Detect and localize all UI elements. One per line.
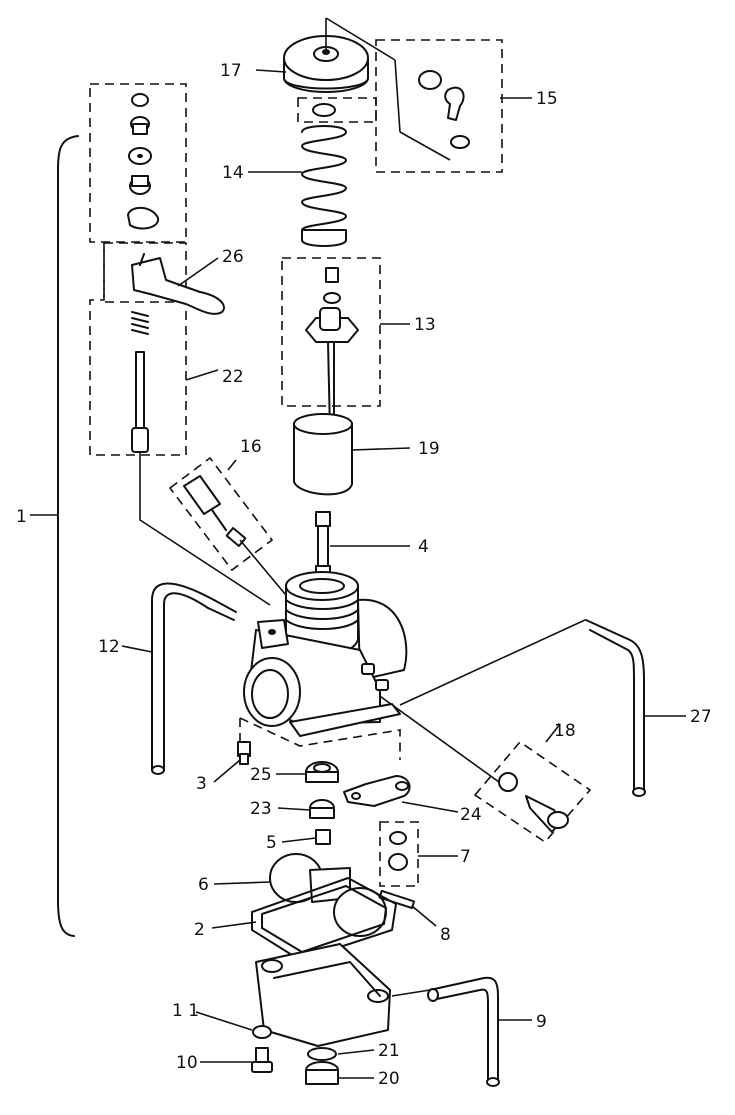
callout-13: 13 — [414, 315, 436, 335]
kit-box-15 — [375, 39, 503, 173]
washer-11 — [252, 1025, 272, 1039]
carburetor-body — [243, 571, 408, 737]
callout-7: 7 — [460, 847, 471, 867]
callout-16: 16 — [240, 437, 262, 457]
plunger-22 — [131, 311, 149, 453]
kit-box-13 — [281, 257, 381, 407]
callout-leaders — [121, 69, 686, 1079]
callout-5: 5 — [266, 833, 277, 853]
callout-23: 23 — [250, 799, 272, 819]
callout-6: 6 — [198, 875, 209, 895]
callout-22: 22 — [222, 367, 244, 387]
air-screw-16 — [183, 475, 247, 547]
callout-26: 26 — [222, 247, 244, 267]
kit-box-top-left — [89, 83, 187, 243]
drain-hose-9 — [427, 976, 500, 1087]
float-chamber-bowl — [255, 943, 391, 1047]
callout-15: 15 — [536, 89, 558, 109]
throttle-spring-14 — [301, 125, 347, 247]
callout-4: 4 — [418, 537, 429, 557]
kit-box-16 — [168, 456, 274, 572]
plate-24 — [343, 775, 411, 807]
callout-20: 20 — [378, 1069, 400, 1089]
callout-1: 1 — [16, 507, 27, 527]
callout-2: 2 — [194, 920, 205, 940]
pilot-screw-18 — [498, 772, 569, 833]
kit-box-7 — [379, 821, 419, 887]
callout-labels: 1 2 3 4 5 6 7 8 9 10 1 1 12 13 14 15 16 … — [16, 61, 712, 1089]
callout-24: 24 — [460, 805, 482, 825]
float-6 — [269, 853, 387, 937]
callout-18: 18 — [554, 721, 576, 741]
callout-21: 21 — [378, 1041, 400, 1061]
mixing-chamber-cap-17 — [283, 18, 369, 117]
callout-17: 17 — [220, 61, 242, 81]
vent-hose-12 — [151, 582, 237, 775]
kit-box-26-22 — [89, 242, 187, 456]
fuel-fitting-15 — [325, 17, 470, 161]
plug-20 — [305, 1061, 339, 1085]
callout-8: 8 — [440, 925, 451, 945]
callout-25: 25 — [250, 765, 272, 785]
callout-9: 9 — [536, 1012, 547, 1032]
screw-10 — [251, 1047, 273, 1073]
assembly-bracket — [30, 135, 79, 937]
jet-holder-25 — [305, 761, 339, 783]
baffle-23 — [309, 799, 335, 819]
needle-jet-4 — [315, 511, 331, 579]
gasket-2 — [251, 877, 397, 961]
callout-19: 19 — [418, 439, 440, 459]
screw-3 — [237, 741, 251, 765]
throttle-valve-19 — [293, 413, 353, 496]
callout-12: 12 — [98, 637, 120, 657]
float-valve-7 — [388, 831, 408, 871]
kit-box-18 — [473, 740, 592, 844]
callout-14: 14 — [222, 163, 244, 183]
main-jet-5 — [315, 829, 331, 845]
gasket-21 — [307, 1047, 337, 1061]
callout-10: 10 — [176, 1053, 198, 1073]
overflow-hose-27 — [585, 619, 646, 797]
callout-27: 27 — [690, 707, 712, 727]
callout-3: 3 — [196, 774, 207, 794]
kit-box-17-washer — [297, 97, 377, 123]
callout-11: 1 1 — [172, 1001, 199, 1021]
jet-parts-stack — [127, 93, 160, 230]
